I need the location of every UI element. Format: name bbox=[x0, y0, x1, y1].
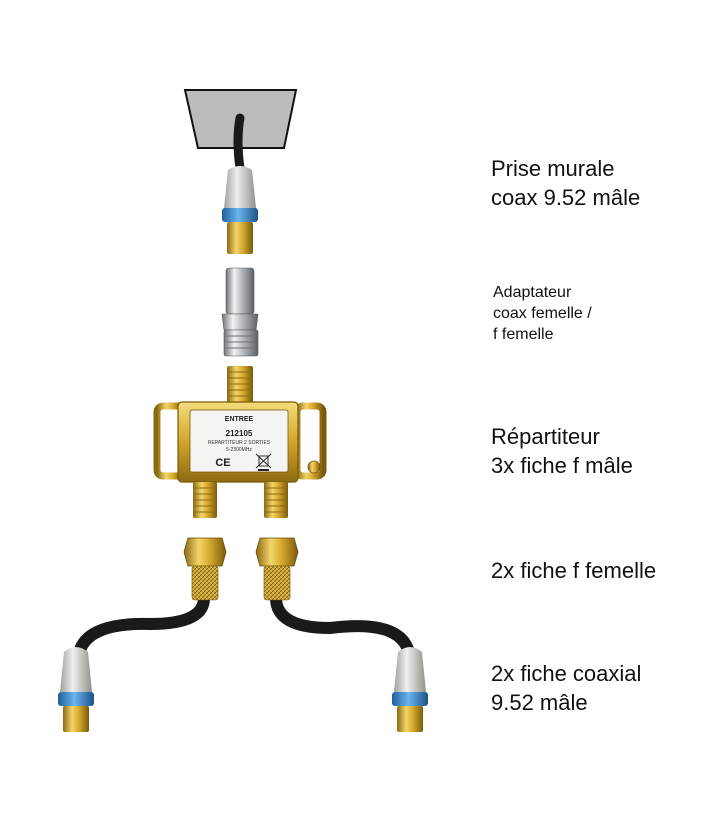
label-coax-male-line-2: 9.52 mâle bbox=[491, 690, 588, 715]
ce-mark: CE bbox=[215, 457, 230, 469]
f-female-connector-right bbox=[255, 537, 299, 601]
splitter-model: 212105 bbox=[226, 429, 253, 438]
wall-cable bbox=[233, 113, 245, 173]
splitter-freq: 5-2300MHz bbox=[226, 447, 252, 453]
label-splitter-line-2: 3x fiche f mâle bbox=[491, 453, 633, 478]
splitter-label-plate bbox=[189, 409, 289, 473]
coax-f-adapter bbox=[221, 267, 259, 357]
ground-screw bbox=[307, 460, 321, 474]
label-adapter-line-2: coax femelle / bbox=[493, 305, 592, 322]
label-wall-outlet-line-1: Prise murale bbox=[491, 156, 615, 181]
wall-outlet bbox=[183, 89, 298, 254]
label-adapter-line-3: f femelle bbox=[493, 326, 554, 343]
label-f-female: 2x fiche f femelle bbox=[491, 556, 656, 585]
weee-bin-icon bbox=[255, 453, 272, 471]
f-female-connector-left bbox=[183, 537, 227, 601]
label-adapter-line-1: Adaptateur bbox=[493, 284, 572, 301]
label-coax-male: 2x fiche coaxial 9.52 mâle bbox=[491, 659, 641, 717]
label-coax-male-line-1: 2x fiche coaxial bbox=[491, 661, 642, 686]
splitter-input-text: ENTREE bbox=[225, 416, 254, 423]
label-splitter: Répartiteur 3x fiche f mâle bbox=[491, 422, 633, 480]
label-splitter-line-1: Répartiteur bbox=[491, 424, 600, 449]
label-wall-outlet-line-2: coax 9.52 mâle bbox=[491, 185, 641, 210]
splitter-output-port-left bbox=[193, 482, 217, 518]
splitter: ENTREE 212105 REPARTITEUR 2 SORTIES 5-23… bbox=[153, 366, 327, 518]
coax-male-plug-right bbox=[392, 647, 428, 732]
label-adapter: Adaptateur coax femelle / f femelle bbox=[493, 282, 592, 345]
label-f-female-line-1: 2x fiche f femelle bbox=[491, 558, 657, 583]
wall-coax-male-plug bbox=[222, 166, 258, 254]
splitter-name: REPARTITEUR 2 SORTIES bbox=[208, 440, 271, 446]
cable-right bbox=[270, 592, 416, 666]
cable-left bbox=[72, 592, 210, 666]
coax-male-plug-left bbox=[58, 647, 94, 732]
label-wall-outlet: Prise murale coax 9.52 mâle bbox=[491, 154, 640, 212]
splitter-output-port-right bbox=[264, 482, 288, 518]
